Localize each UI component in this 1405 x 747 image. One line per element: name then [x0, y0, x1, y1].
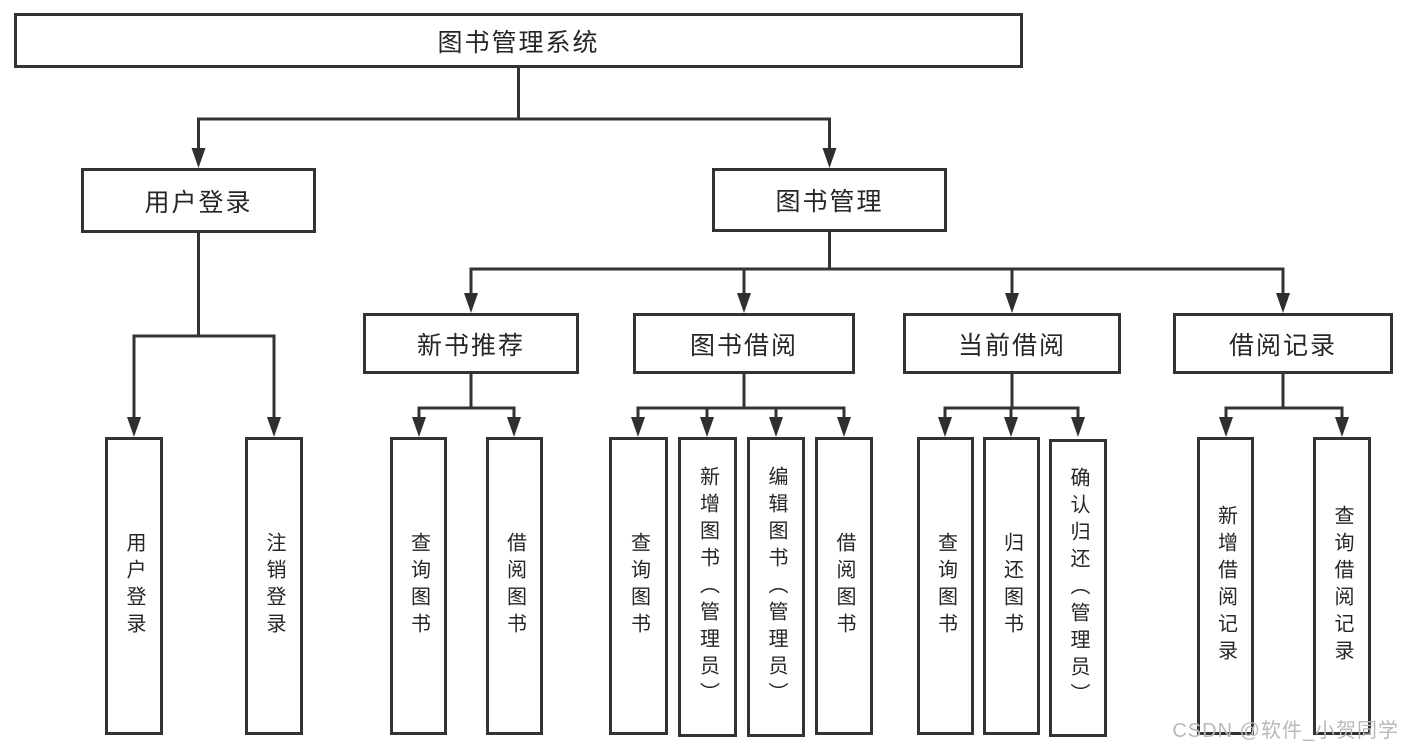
node-label: 当前借阅	[957, 331, 1066, 360]
leaf-borrow-book: 借阅图书	[815, 437, 873, 735]
leaf-edit-book-admin: 编辑图书（管理员）	[747, 437, 805, 737]
node-label: 查询图书	[407, 532, 430, 640]
leaf-confirm-return-admin: 确认归还（管理员）	[1049, 439, 1107, 737]
node-label: 归还图书	[1000, 532, 1023, 640]
node-borrow-records: 借阅记录	[1173, 313, 1393, 374]
leaf-add-borrow-record: 新增借阅记录	[1197, 437, 1254, 735]
node-label: 编辑图书（管理员）	[765, 465, 787, 709]
node-label: 借阅图书	[833, 532, 855, 640]
node-root-system: 图书管理系统	[14, 13, 1023, 68]
node-book-borrow: 图书借阅	[633, 313, 855, 374]
node-label: 图书借阅	[689, 331, 798, 360]
node-label: 图书管理系统	[437, 28, 600, 57]
node-label: 查询借阅记录	[1331, 505, 1353, 667]
node-label: 新增图书（管理员）	[696, 465, 719, 709]
node-new-book-recommend: 新书推荐	[363, 313, 579, 374]
leaf-user-login: 用户登录	[105, 437, 163, 735]
node-book-management: 图书管理	[712, 168, 947, 232]
node-label: 查询图书	[627, 532, 650, 640]
leaf-recommend-borrow-book: 借阅图书	[486, 437, 543, 735]
node-label: 查询图书	[934, 532, 957, 640]
node-label: 用户登录	[123, 532, 145, 640]
leaf-query-borrow-record: 查询借阅记录	[1313, 437, 1371, 735]
leaf-logout: 注销登录	[245, 437, 303, 735]
leaf-current-query-book: 查询图书	[917, 437, 974, 735]
leaf-return-book: 归还图书	[983, 437, 1040, 735]
leaf-recommend-query-book: 查询图书	[390, 437, 447, 735]
node-label: 注销登录	[263, 532, 285, 640]
connector-paths	[132, 68, 1344, 429]
node-label: 用户登录	[144, 188, 253, 217]
node-label: 新书推荐	[416, 331, 525, 360]
node-current-borrow: 当前借阅	[903, 313, 1121, 374]
node-user-login: 用户登录	[81, 168, 316, 233]
node-label: 借阅记录	[1228, 331, 1337, 360]
arrowheads	[127, 148, 1349, 437]
node-label: 借阅图书	[503, 532, 526, 640]
node-label: 图书管理	[775, 188, 884, 216]
leaf-borrow-query-book: 查询图书	[609, 437, 668, 735]
node-label: 确认归还（管理员）	[1067, 466, 1089, 710]
node-label: 新增借阅记录	[1214, 505, 1237, 667]
leaf-add-book-admin: 新增图书（管理员）	[678, 437, 737, 737]
